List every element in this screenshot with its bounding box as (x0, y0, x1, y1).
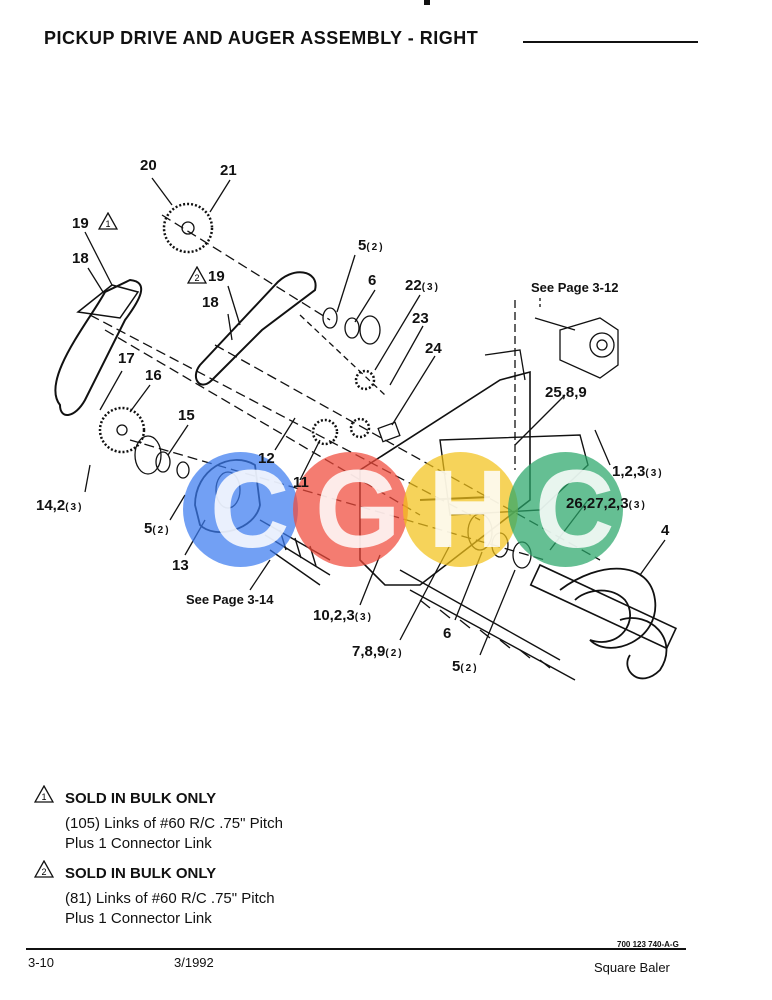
note-2-line-1: (81) Links of #60 R/C .75" Pitch (65, 890, 275, 907)
callout-7-8-9: 7,8,9(2) (352, 643, 404, 660)
svg-text:2: 2 (194, 273, 199, 283)
note-1-heading: SOLD IN BULK ONLY (65, 790, 217, 807)
flange-15 (134, 435, 162, 475)
callout-5-top: 5(2) (358, 237, 385, 254)
hub-assembly (559, 317, 619, 379)
callout-6-top: 6 (368, 272, 377, 289)
note-2-marker-icon: 2 (34, 860, 54, 878)
product-name: Square Baler (594, 960, 670, 975)
bearing-6-top (344, 317, 360, 339)
watermark-letter-g: G (315, 448, 401, 571)
note-1-line-2: Plus 1 Connector Link (65, 835, 212, 852)
watermark-circle-h (403, 452, 518, 567)
callout-20: 20 (140, 157, 157, 174)
page-number: 3-10 (28, 955, 55, 970)
note-1-line-1: (105) Links of #60 R/C .75" Pitch (65, 815, 283, 832)
callout-18-left: 18 (72, 250, 89, 267)
callout-11: 11 (293, 474, 309, 491)
note-2-heading: SOLD IN BULK ONLY (65, 865, 217, 882)
bulk-note-1-icon: 1 (98, 212, 118, 230)
sprocket-21 (162, 202, 214, 254)
callout-4: 4 (661, 522, 670, 539)
publication-date: 3/1992 (174, 955, 214, 970)
title-rule (523, 41, 698, 43)
plate-24 (377, 421, 401, 443)
roller-chain-long-outline (76, 284, 140, 319)
callout-14: 14,2(3) (36, 497, 84, 514)
note-1-marker-icon: 1 (34, 785, 54, 803)
auger-flighting (559, 567, 657, 649)
watermark-letter-c1: C (210, 448, 290, 571)
header-fragment (424, 0, 430, 5)
callout-18-mid: 18 (202, 294, 219, 311)
watermark-circle-c1 (183, 452, 298, 567)
callout-5-left: 5(2) (144, 520, 171, 537)
callout-19-top: 19 (72, 215, 89, 232)
callout-17: 17 (118, 350, 135, 367)
callout-26-27-2-3: 26,27,2,3(3) (566, 495, 647, 512)
sprocket-16 (98, 406, 146, 454)
sprocket-small (349, 417, 371, 439)
callout-15: 15 (178, 407, 195, 424)
callout-5-right: 5(2) (452, 658, 479, 675)
callout-12: 12 (258, 450, 275, 467)
callout-23: 23 (412, 310, 429, 327)
callout-25-8-9: 25,8,9 (545, 384, 587, 401)
auger-shaft (529, 563, 678, 650)
footer-rule (26, 948, 686, 950)
callout-22: 22(3) (405, 277, 440, 294)
callout-16: 16 (145, 367, 162, 384)
note-2-line-2: Plus 1 Connector Link (65, 910, 212, 927)
svg-text:1: 1 (41, 792, 46, 802)
reference-page-3-14: See Page 3-14 (186, 592, 274, 607)
watermark-circle-g (293, 452, 408, 567)
sprocket-22 (354, 369, 376, 391)
callout-24: 24 (425, 340, 442, 357)
roller-chain-short (194, 271, 317, 386)
callout-21: 21 (220, 162, 237, 179)
callout-19-mid: 19 (208, 268, 225, 285)
idler-sprocket (311, 418, 339, 446)
watermark-letter-c2: C (535, 448, 615, 571)
svg-text:1: 1 (105, 219, 110, 229)
callout-10-2-3: 10,2,3(3) (313, 607, 373, 624)
watermark-circle-c2 (508, 452, 623, 567)
bearing-5-top (322, 307, 338, 329)
bulk-note-2-icon: 2 (187, 266, 207, 284)
callout-13: 13 (172, 557, 189, 574)
roller-chain-long (54, 278, 143, 416)
callout-1-2-3: 1,2,3(3) (612, 463, 664, 480)
callout-6-right: 6 (443, 625, 452, 642)
watermark-letter-h: H (428, 448, 508, 571)
reference-page-3-12: See Page 3-12 (531, 280, 619, 295)
crop-guides (399, 569, 576, 681)
page-title: PICKUP DRIVE AND AUGER ASSEMBLY - RIGHT (44, 28, 479, 48)
svg-text:2: 2 (41, 867, 46, 877)
document-code: 700 123 740-A-G (617, 940, 679, 949)
